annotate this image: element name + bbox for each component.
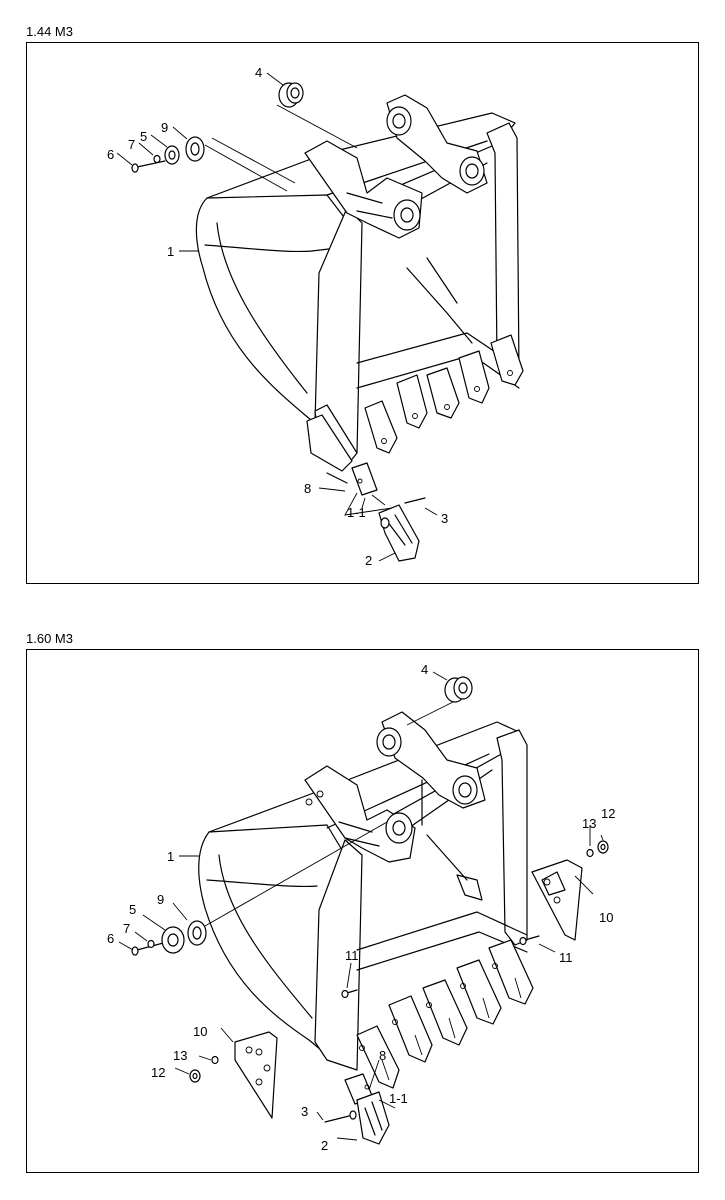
teeth-row-1	[364, 334, 524, 454]
callout-11-left: 11	[345, 948, 359, 963]
teeth-row-2	[356, 939, 534, 1089]
callout-7: 7	[123, 921, 130, 936]
bucket-body-2	[198, 721, 528, 1071]
leader-lines-2	[118, 671, 604, 1141]
callout-9: 9	[161, 120, 168, 135]
diagram-title-1: 1.44 M3	[26, 24, 73, 39]
callout-7: 7	[128, 137, 135, 152]
callout-8: 8	[304, 481, 311, 496]
side-cutter-right-2	[531, 859, 583, 941]
callout-12-right: 12	[601, 806, 615, 821]
callout-3: 3	[441, 511, 448, 526]
side-plate-bottom-1	[306, 404, 358, 472]
callout-5: 5	[129, 902, 136, 917]
callout-3: 3	[301, 1104, 308, 1119]
tooth-assembly-1	[326, 462, 426, 562]
bolts-hardware-2	[189, 840, 609, 1083]
callout-9: 9	[157, 892, 164, 907]
callout-2: 2	[321, 1138, 328, 1153]
diagram-title-2: 1.60 M3	[26, 631, 73, 646]
callout-12-left: 12	[151, 1065, 165, 1080]
callout-5: 5	[140, 129, 147, 144]
pin-hardware-2	[131, 821, 388, 956]
callout-4: 4	[421, 662, 428, 677]
bushing-part-4-1	[276, 82, 358, 149]
mounting-bosses-1	[304, 94, 488, 239]
callout-8: 8	[379, 1048, 386, 1063]
callout-10-left: 10	[193, 1024, 207, 1039]
callout-1-1: 1-1	[347, 505, 366, 520]
callout-4: 4	[255, 65, 262, 80]
callout-1-1: 1-1	[389, 1091, 408, 1106]
side-cutter-left-2	[234, 1031, 278, 1119]
callout-6: 6	[107, 147, 114, 162]
diagram-panel-1: 1 4 6 7 5 9 8 1-1 3 2	[26, 42, 699, 584]
bucket-diagram-2: 1 4 6 7 5 9 10 11 11 12 13 10 13 12 8 1-…	[107, 662, 615, 1153]
callout-11-right: 11	[559, 950, 573, 965]
callout-6: 6	[107, 931, 114, 946]
callout-13-left: 13	[173, 1048, 187, 1063]
callout-1: 1	[167, 244, 174, 259]
bucket-diagram-1: 1 4 6 7 5 9 8 1-1 3 2	[107, 65, 524, 568]
callout-1: 1	[167, 849, 174, 864]
mounting-bosses-2	[304, 711, 486, 863]
callout-10-right: 10	[599, 910, 613, 925]
tooth-assembly-2	[324, 1073, 390, 1145]
callout-2: 2	[365, 553, 372, 568]
pin-hardware-1	[131, 136, 296, 192]
bushing-part-4-2	[406, 676, 473, 726]
diagram-panel-2: 1 4 6 7 5 9 10 11 11 12 13 10 13 12 8 1-…	[26, 649, 699, 1173]
leader-lines-1	[116, 72, 438, 562]
callout-13-right: 13	[582, 816, 596, 831]
